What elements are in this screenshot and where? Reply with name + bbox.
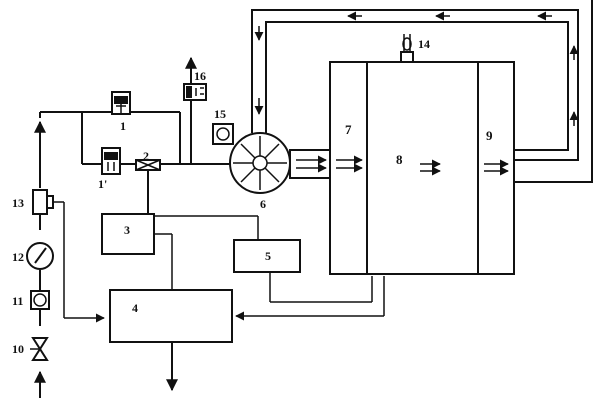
block-4	[109, 289, 233, 343]
label-12: 12	[12, 250, 24, 264]
valve-10-icon	[30, 337, 49, 361]
label-9: 9	[486, 128, 493, 143]
label-1-lower: 1'	[98, 177, 107, 191]
label-6: 6	[260, 197, 266, 211]
sensor-14-icon	[400, 34, 414, 63]
label-13: 13	[12, 196, 24, 210]
label-14: 14	[418, 37, 430, 51]
recirculation-duct	[251, 0, 593, 183]
sensor-15-icon	[212, 123, 234, 145]
sensor-13-icon	[32, 189, 105, 323]
label-5: 5	[265, 249, 271, 263]
label-3: 3	[124, 223, 130, 237]
label-15: 15	[214, 107, 226, 121]
supply-line	[34, 111, 112, 398]
label-4: 4	[132, 301, 138, 315]
block-5	[233, 239, 301, 273]
label-1-upper: 1	[120, 119, 126, 133]
label-8: 8	[396, 152, 403, 167]
solenoid-valve-1-lower-icon	[101, 147, 136, 175]
flow-element-2-icon	[135, 112, 181, 214]
label-16: 16	[194, 69, 206, 83]
label-10: 10	[12, 342, 24, 356]
label-11: 11	[12, 294, 23, 308]
filter-11-icon	[30, 290, 50, 310]
solenoid-valve-1-upper-icon	[111, 91, 180, 115]
vent-16-group	[180, 56, 230, 165]
pressure-gauge-12-icon	[26, 242, 54, 270]
label-7: 7	[345, 122, 352, 137]
fan-6-icon	[229, 132, 331, 194]
label-2: 2	[143, 149, 149, 163]
